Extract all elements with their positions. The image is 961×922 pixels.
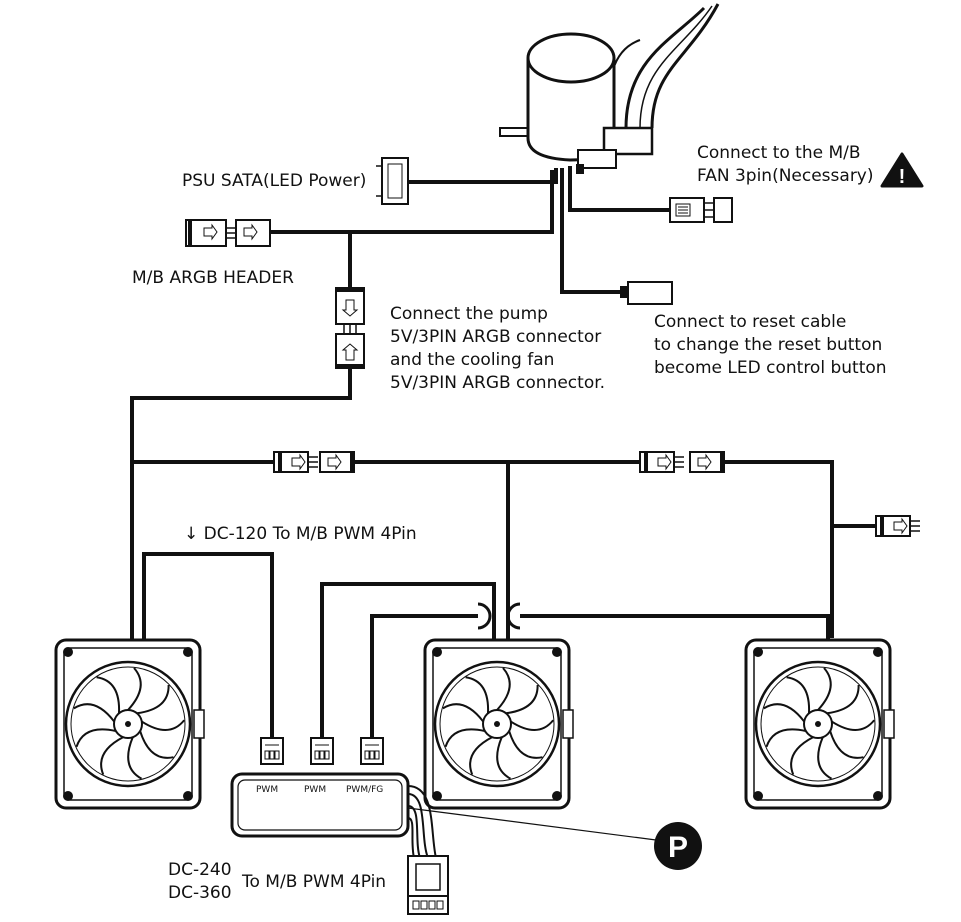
dc240-label: DC-240 — [168, 860, 232, 880]
pump-tubes — [607, 3, 720, 129]
argb-chain-connector-2 — [639, 451, 725, 473]
fan-icon — [54, 638, 206, 810]
to-mb-pwm-label: To M/B PWM 4Pin — [242, 872, 387, 892]
fan-3pin-connector — [669, 197, 733, 223]
sata-connector — [376, 157, 409, 205]
fan-3pin-label: Connect to the M/B FAN 3pin(Necessary) — [697, 143, 874, 186]
mb-argb-label: M/B ARGB HEADER — [132, 268, 294, 288]
p-leader-line — [407, 807, 657, 841]
warning-icon: ! — [880, 152, 924, 188]
dc120-label: ↓ DC-120 To M/B PWM 4Pin — [184, 524, 417, 544]
hub-label-pwm-fg: PWM/FG — [346, 785, 384, 795]
fan-icon — [744, 638, 896, 810]
dc360-label: DC-360 — [168, 883, 232, 903]
hub-plug-2 — [310, 737, 334, 765]
psu-sata-label: PSU SATA(LED Power) — [182, 171, 367, 191]
warning-glyph: ! — [899, 166, 906, 188]
p-badge: P — [654, 822, 702, 870]
pump-block — [499, 32, 654, 174]
pwm-hub — [230, 772, 449, 915]
mb-argb-connector — [185, 219, 271, 247]
reset-connector — [620, 281, 673, 305]
hub-plug-3 — [360, 737, 384, 765]
hub-label-pwm-1: PWM — [256, 785, 279, 795]
reset-label: Connect to reset cable to change the res… — [654, 312, 887, 378]
wires — [130, 166, 876, 738]
hub-plug-1 — [260, 737, 284, 765]
argb-chain-connector-1 — [273, 451, 355, 473]
hub-label-pwm-2: PWM — [304, 785, 327, 795]
pump-argb-connector — [335, 287, 365, 369]
pump-argb-label: Connect the pump 5V/3PIN ARGB connector … — [390, 304, 606, 393]
argb-chain-connector-3 — [875, 515, 921, 537]
fan-icon — [423, 638, 575, 810]
p-badge-letter: P — [668, 831, 688, 864]
